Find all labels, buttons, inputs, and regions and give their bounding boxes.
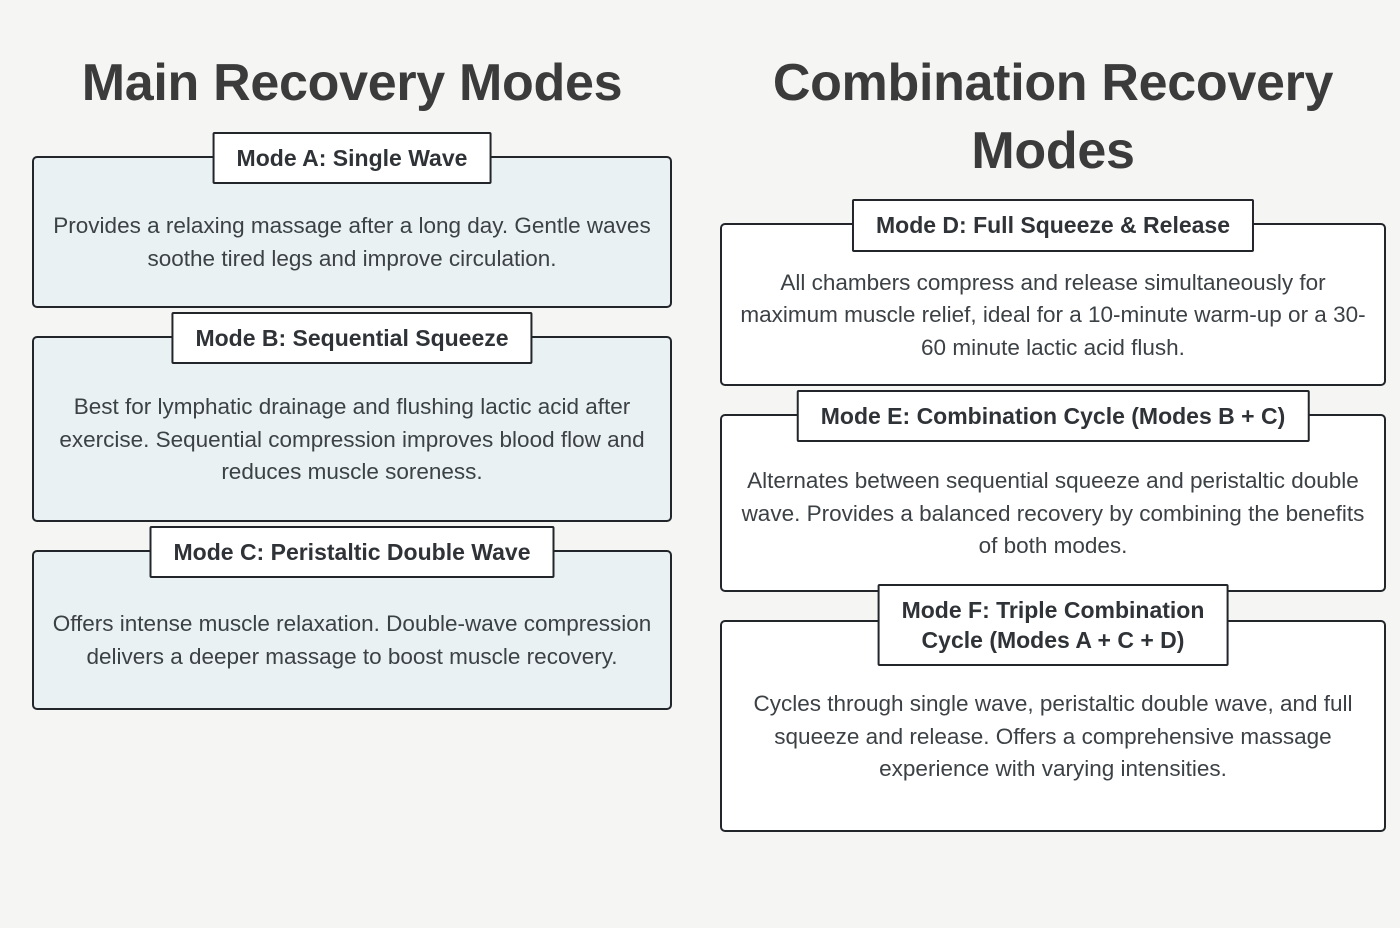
column-heading-combination: Combination Recovery Modes (772, 54, 1334, 180)
card-body-mode-f: Cycles through single wave, peristaltic … (753, 691, 1353, 781)
card-title-mode-a: Mode A: Single Wave (212, 131, 492, 184)
card-mode-f[interactable]: Mode F: Triple Combination Cycle (Modes … (720, 583, 1386, 832)
column-heading-main: Main Recovery Modes (81, 54, 623, 112)
card-body-mode-b: Best for lymphatic drainage and flushing… (59, 394, 645, 484)
card-mode-e[interactable]: Mode E: Combination Cycle (Modes B + C) … (720, 389, 1386, 592)
card-mode-a[interactable]: Mode A: Single Wave Provides a relaxing … (32, 131, 672, 308)
card-list-main: Mode A: Single Wave Provides a relaxing … (32, 131, 672, 738)
card-title-mode-b: Mode B: Sequential Squeeze (171, 311, 533, 364)
card-body-mode-c: Offers intense muscle relaxation. Double… (52, 611, 652, 669)
card-title-mode-d: Mode D: Full Squeeze & Release (851, 199, 1255, 252)
card-mode-d[interactable]: Mode D: Full Squeeze & Release All chamb… (720, 199, 1386, 386)
card-title-mode-f: Mode F: Triple Combination Cycle (Modes … (877, 583, 1229, 667)
card-body-mode-a: Provides a relaxing massage after a long… (53, 213, 651, 271)
card-body-mode-d: All chambers compress and release simult… (740, 270, 1366, 360)
card-title-mode-e: Mode E: Combination Cycle (Modes B + C) (796, 389, 1310, 443)
column-main-recovery-modes: Main Recovery Modes Mode A: Single Wave … (32, 54, 672, 738)
card-title-mode-c: Mode C: Peristaltic Double Wave (149, 525, 555, 578)
card-mode-b[interactable]: Mode B: Sequential Squeeze Best for lymp… (32, 311, 672, 522)
card-list-combination: Mode D: Full Squeeze & Release All chamb… (720, 199, 1386, 860)
column-combination-recovery-modes: Combination Recovery Modes Mode D: Full … (704, 0, 1400, 928)
card-mode-c[interactable]: Mode C: Peristaltic Double Wave Offers i… (32, 525, 672, 710)
card-body-mode-e: Alternates between sequential squeeze an… (741, 468, 1365, 558)
